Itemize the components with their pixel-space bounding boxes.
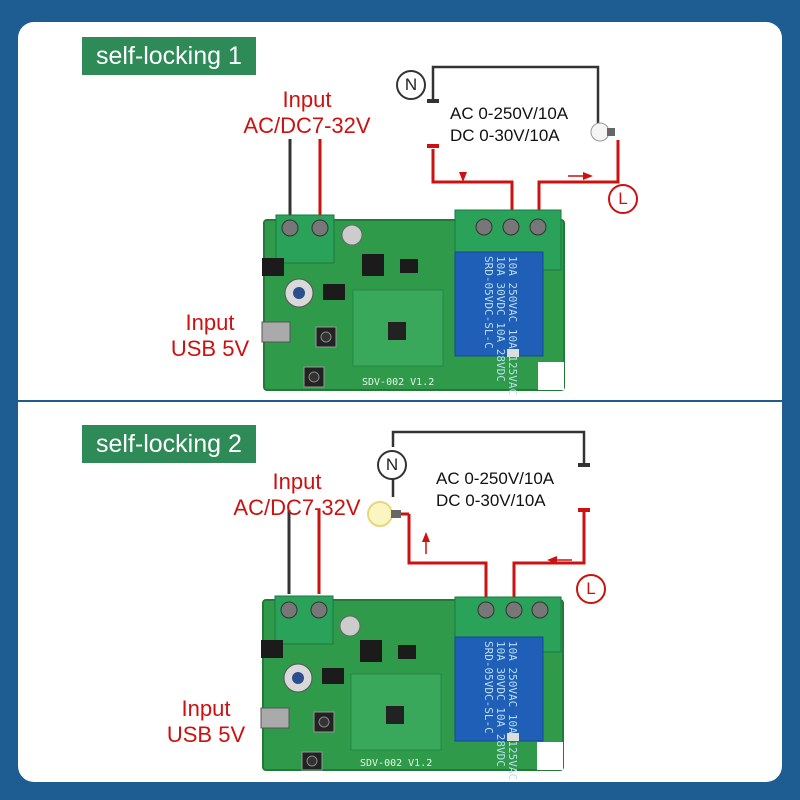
current-arrow-right: [583, 172, 593, 180]
board-silkscreen: SDV-002 V1.2: [362, 377, 435, 388]
power-input-label: Input AC/DC7-32V: [232, 469, 362, 521]
usb-port: [261, 321, 291, 343]
bulb-base: [607, 128, 615, 136]
neutral-marker: N: [396, 70, 426, 100]
power-input-line1: Input: [282, 87, 332, 112]
load-spec-ac: AC 0-250V/10A: [436, 469, 555, 488]
load-wire-top: [431, 65, 600, 125]
relay-marking-3: SRD-05VDC-SL-C: [482, 256, 495, 349]
led: [507, 733, 519, 741]
load-wire-relay-com: [431, 149, 514, 214]
terminal-cap-top: [578, 463, 590, 467]
load-wire-relay-com: [407, 514, 488, 597]
panel-divider: [18, 400, 782, 402]
chip-mosfet: [400, 259, 418, 273]
load-spec-dc: DC 0-30V/10A: [450, 126, 560, 145]
pcb-notch: [538, 362, 564, 390]
load-spec-ac: AC 0-250V/10A: [450, 104, 569, 123]
terminal-cap-top: [427, 99, 439, 103]
relay-markings: 10A 250VAC 10A 125VAC 10A 30VDC 10A 28VD…: [482, 641, 519, 781]
bulb-icon: [367, 501, 393, 527]
panel-self-locking-2: self-locking 2 Input AC/DC7-32V Input US…: [18, 402, 782, 782]
panel-self-locking-1: self-locking 1 Input AC/DC7-32V Input US…: [18, 22, 782, 402]
terminal-cap-bottom: [427, 144, 439, 148]
inductor: [360, 640, 382, 662]
mode-title-tag: self-locking 1: [82, 37, 256, 75]
bulb-base: [391, 510, 401, 518]
wiring-diagram-1: [261, 65, 620, 391]
live-marker: L: [608, 184, 638, 214]
load-wire-top: [391, 430, 586, 464]
chip-regulator: [262, 258, 284, 276]
load-wire-relay-no: [512, 512, 586, 597]
pcb-notch: [537, 742, 563, 770]
power-input-line2: AC/DC7-32V: [233, 495, 361, 520]
usb-port: [260, 707, 290, 729]
relay-marking-2: 10A 30VDC 10A 28VDC: [494, 256, 507, 382]
trimmer: [341, 224, 363, 246]
wiring-diagram-2: [260, 430, 590, 771]
load-spec: AC 0-250V/10A DC 0-30V/10A: [450, 103, 568, 147]
current-arrow-left: [547, 556, 557, 564]
chip-diode: [322, 668, 344, 684]
load-wire-relay-no: [537, 140, 620, 214]
wifi-chip: [386, 706, 404, 724]
power-input-label: Input AC/DC7-32V: [242, 87, 372, 139]
led: [507, 349, 519, 357]
usb-input-line1: Input: [185, 310, 235, 335]
terminal-cap-bottom: [578, 508, 590, 512]
diagram-card: self-locking 1 Input AC/DC7-32V Input US…: [18, 22, 782, 782]
power-input-line2: AC/DC7-32V: [243, 113, 371, 138]
current-arrow-down: [459, 172, 467, 182]
relay-body: [454, 636, 544, 742]
relay-marking-1: 10A 250VAC 10A 125VAC: [506, 641, 519, 781]
inductor: [362, 254, 384, 276]
relay-marking-3: SRD-05VDC-SL-C: [482, 641, 495, 734]
usb-input-line2: USB 5V: [170, 336, 250, 361]
load-spec-dc: DC 0-30V/10A: [436, 491, 546, 510]
live-marker: L: [576, 574, 606, 604]
usb-input-label: Input USB 5V: [164, 696, 248, 748]
board-silkscreen: SDV-002 V1.2: [360, 758, 433, 769]
trimmer: [339, 615, 361, 637]
wifi-chip: [388, 322, 406, 340]
usb-input-line1: Input: [181, 696, 231, 721]
bulb-icon: [590, 122, 610, 142]
chip-diode: [323, 284, 345, 300]
usb-input-line2: USB 5V: [166, 722, 246, 747]
relay-body: [454, 251, 544, 357]
load-spec: AC 0-250V/10A DC 0-30V/10A: [436, 468, 554, 512]
chip-regulator: [261, 640, 283, 658]
relay-marking-1: 10A 250VAC 10A 125VAC: [506, 256, 519, 396]
current-arrow-up: [422, 532, 430, 542]
chip-mosfet: [398, 645, 416, 659]
usb-input-label: Input USB 5V: [168, 310, 252, 362]
relay-marking-2: 10A 30VDC 10A 28VDC: [494, 641, 507, 767]
power-terminal-block: [274, 595, 334, 645]
relay-markings: 10A 250VAC 10A 125VAC 10A 30VDC 10A 28VD…: [482, 256, 519, 396]
mode-title-tag: self-locking 2: [82, 425, 256, 463]
power-input-line1: Input: [272, 469, 322, 494]
neutral-marker: N: [377, 450, 407, 480]
